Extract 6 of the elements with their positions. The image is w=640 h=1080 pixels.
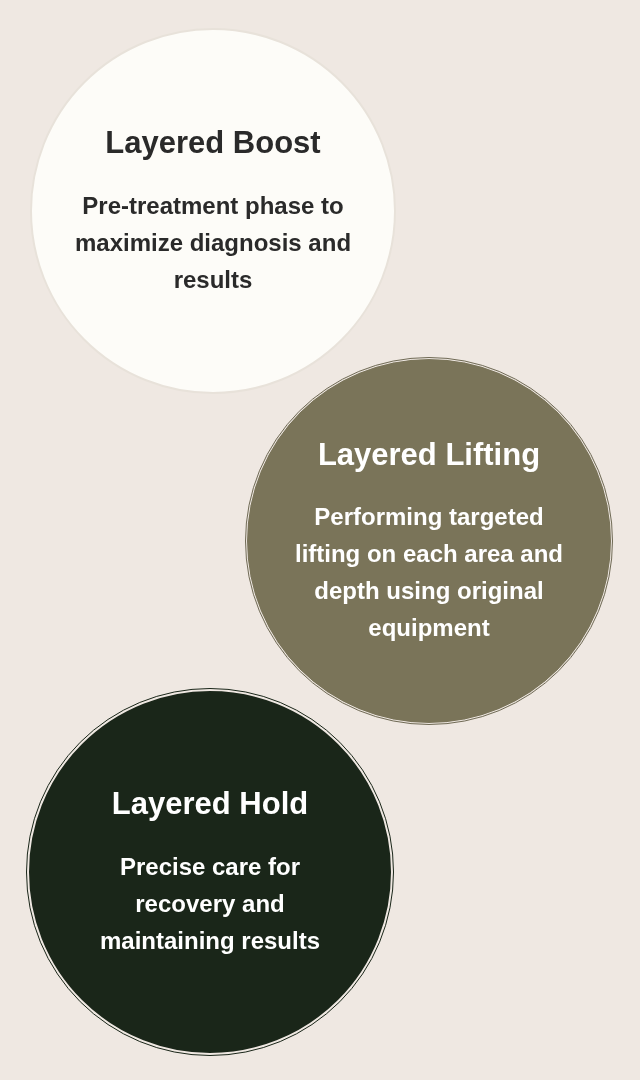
node-description: Precise care for recovery and maintaining results [98,851,321,956]
node-title: Layered Boost [105,124,321,163]
node-title: Layered Hold [111,785,309,824]
node-title: Layered Lifting [317,435,541,474]
node-description: Pre-treatment phase to maximize diagnosis and results [73,190,353,295]
node-description: Performing targeted lifting on each area and depth using original equipment [294,502,564,644]
